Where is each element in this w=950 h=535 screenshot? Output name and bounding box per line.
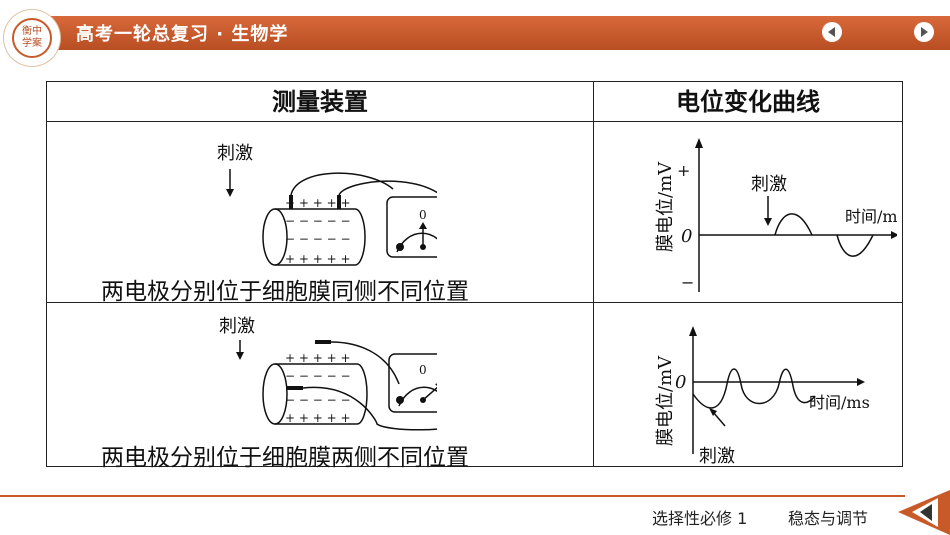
xlabel-2: 时间/ms <box>809 393 870 412</box>
potential-curve-1: 膜电位/mV + 0 − 刺激 时间/ms <box>655 138 897 292</box>
plus-marks-top-2: + + + + + <box>285 351 351 365</box>
minus-marks-1: − − − − − <box>285 214 351 228</box>
prev-arrow-icon <box>828 27 835 37</box>
positive-peak-1 <box>774 213 813 236</box>
plus-marks-bottom-1: + + + + + <box>285 252 351 266</box>
dial-zero-2: 0 <box>419 363 427 377</box>
minus-marks-1b: − − − − − <box>285 232 351 246</box>
minus-marks-2: − − − − − <box>285 369 351 383</box>
stimulus-label-2: 刺激 <box>219 316 255 337</box>
caption-row-2: 两电极分别位于细胞膜两侧不同位置 <box>101 445 469 471</box>
caption-row-1: 两电极分别位于细胞膜同侧不同位置 <box>101 279 469 305</box>
header-curve: 电位变化曲线 <box>594 82 902 122</box>
curve-stimulus-label-2: 刺激 <box>699 446 735 464</box>
potential-curve-2: 膜电位/mV 0 时间/ms 刺激 <box>655 326 870 464</box>
back-arrow-icon[interactable] <box>898 490 950 535</box>
logo-text-2: 学案 <box>22 38 42 49</box>
curve-stimulus-label-1: 刺激 <box>751 174 787 195</box>
footer-course: 选择性必修 1 <box>652 509 748 528</box>
ylabel-2: 膜电位/mV <box>655 355 676 446</box>
galvanometer-1 <box>386 196 437 258</box>
dial-zero-1: 0 <box>419 208 427 222</box>
logo: 衡中 学案 <box>4 10 60 66</box>
minus-label-1: − <box>681 273 694 292</box>
resting-curve-2 <box>692 368 816 409</box>
origin-label-1: 0 <box>681 226 692 247</box>
electrode-outside-2 <box>315 340 331 344</box>
comparison-table: 测量装置 电位变化曲线 刺激 + + + + + − − − − − − − −… <box>46 81 903 471</box>
plus-marks-top-1: + + + + + <box>285 196 351 210</box>
page-title: 高考一轮总复习 · 生物学 <box>76 24 289 45</box>
logo-emblem: 衡中 学案 <box>12 18 52 58</box>
ylabel-1: 膜电位/mV <box>655 161 676 252</box>
plus-marks-bottom-2: + + + + + <box>285 411 351 425</box>
header: 衡中 学案 高考一轮总复习 · 生物学 <box>0 0 950 66</box>
apparatus-diagram-1: 刺激 + + + + + − − − − − − − − − − + + + +… <box>217 143 437 266</box>
footer-line <box>0 495 905 497</box>
xlabel-1: 时间/ms <box>845 207 897 226</box>
stimulus-label-1: 刺激 <box>217 143 253 164</box>
axon-end-2 <box>262 363 288 425</box>
electrode-b-1 <box>337 195 341 209</box>
electrode-a-1 <box>289 195 293 209</box>
column-divider <box>593 82 594 466</box>
plus-label-1: + <box>677 161 690 180</box>
header-bar <box>40 16 950 50</box>
row-divider <box>47 302 902 303</box>
negative-peak-1 <box>836 234 874 257</box>
origin-label-2: 0 <box>675 372 686 393</box>
footer-chapter: 稳态与调节 <box>788 509 869 528</box>
axon-end-1 <box>262 208 288 266</box>
next-button[interactable] <box>914 22 934 42</box>
electrode-inside-2 <box>287 386 303 390</box>
prev-button[interactable] <box>822 22 842 42</box>
apparatus-diagram-2: 刺激 + + + + + − − − − − − − − − − + + + +… <box>219 316 437 431</box>
logo-text-1: 衡中 <box>22 26 42 37</box>
minus-marks-2b: − − − − − <box>285 393 351 407</box>
header-apparatus: 测量装置 <box>47 82 593 122</box>
galvanometer-2 <box>388 353 437 413</box>
next-arrow-icon <box>921 27 928 37</box>
